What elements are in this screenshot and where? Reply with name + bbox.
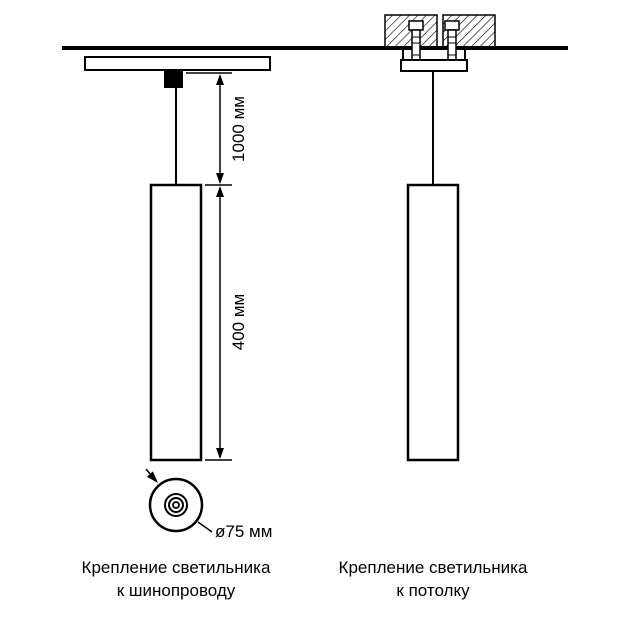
arrowhead-down-icon — [216, 448, 224, 459]
dimension-400: 400 мм — [205, 186, 248, 461]
diameter-leader-line — [197, 521, 213, 533]
lamp-body-right — [406, 183, 460, 462]
dimension-1000: 1000 мм — [186, 72, 248, 186]
view-arrowhead-icon — [146, 471, 158, 483]
bolt-head — [408, 20, 424, 31]
mount-bolt-left — [408, 20, 424, 67]
bolt-head — [444, 20, 460, 31]
arrowhead-up-icon — [216, 74, 224, 85]
caption-right-line1: Крепление светильника — [339, 558, 528, 577]
arrowhead-up-icon — [216, 186, 224, 197]
dim-label-1000: 1000 мм — [229, 96, 248, 162]
caption-left-line1: Крепление светильника — [82, 558, 271, 577]
ceiling-block-left — [384, 14, 438, 49]
ceiling-mount-assembly — [384, 14, 496, 462]
dim-label-400: 400 мм — [229, 294, 248, 350]
captions: Крепление светильника к шинопроводу Креп… — [82, 558, 528, 600]
lens-ring-outer — [164, 493, 188, 517]
caption-left-line2: к шинопроводу — [117, 581, 236, 600]
track-adapter — [164, 70, 183, 88]
mount-bracket-plate — [400, 59, 468, 72]
arrowhead-down-icon — [216, 173, 224, 184]
diameter-label: ø75 мм — [215, 522, 272, 541]
track-rail — [84, 56, 271, 71]
lens-center — [172, 501, 180, 509]
lens-ring-inner — [168, 497, 184, 513]
lamp-body-left — [149, 183, 203, 462]
lamp-face-circle — [148, 477, 204, 533]
track-mount-assembly — [84, 56, 271, 462]
caption-right-line2: к потолку — [396, 581, 470, 600]
lamp-bottom-view: ø75 мм — [145, 468, 272, 541]
